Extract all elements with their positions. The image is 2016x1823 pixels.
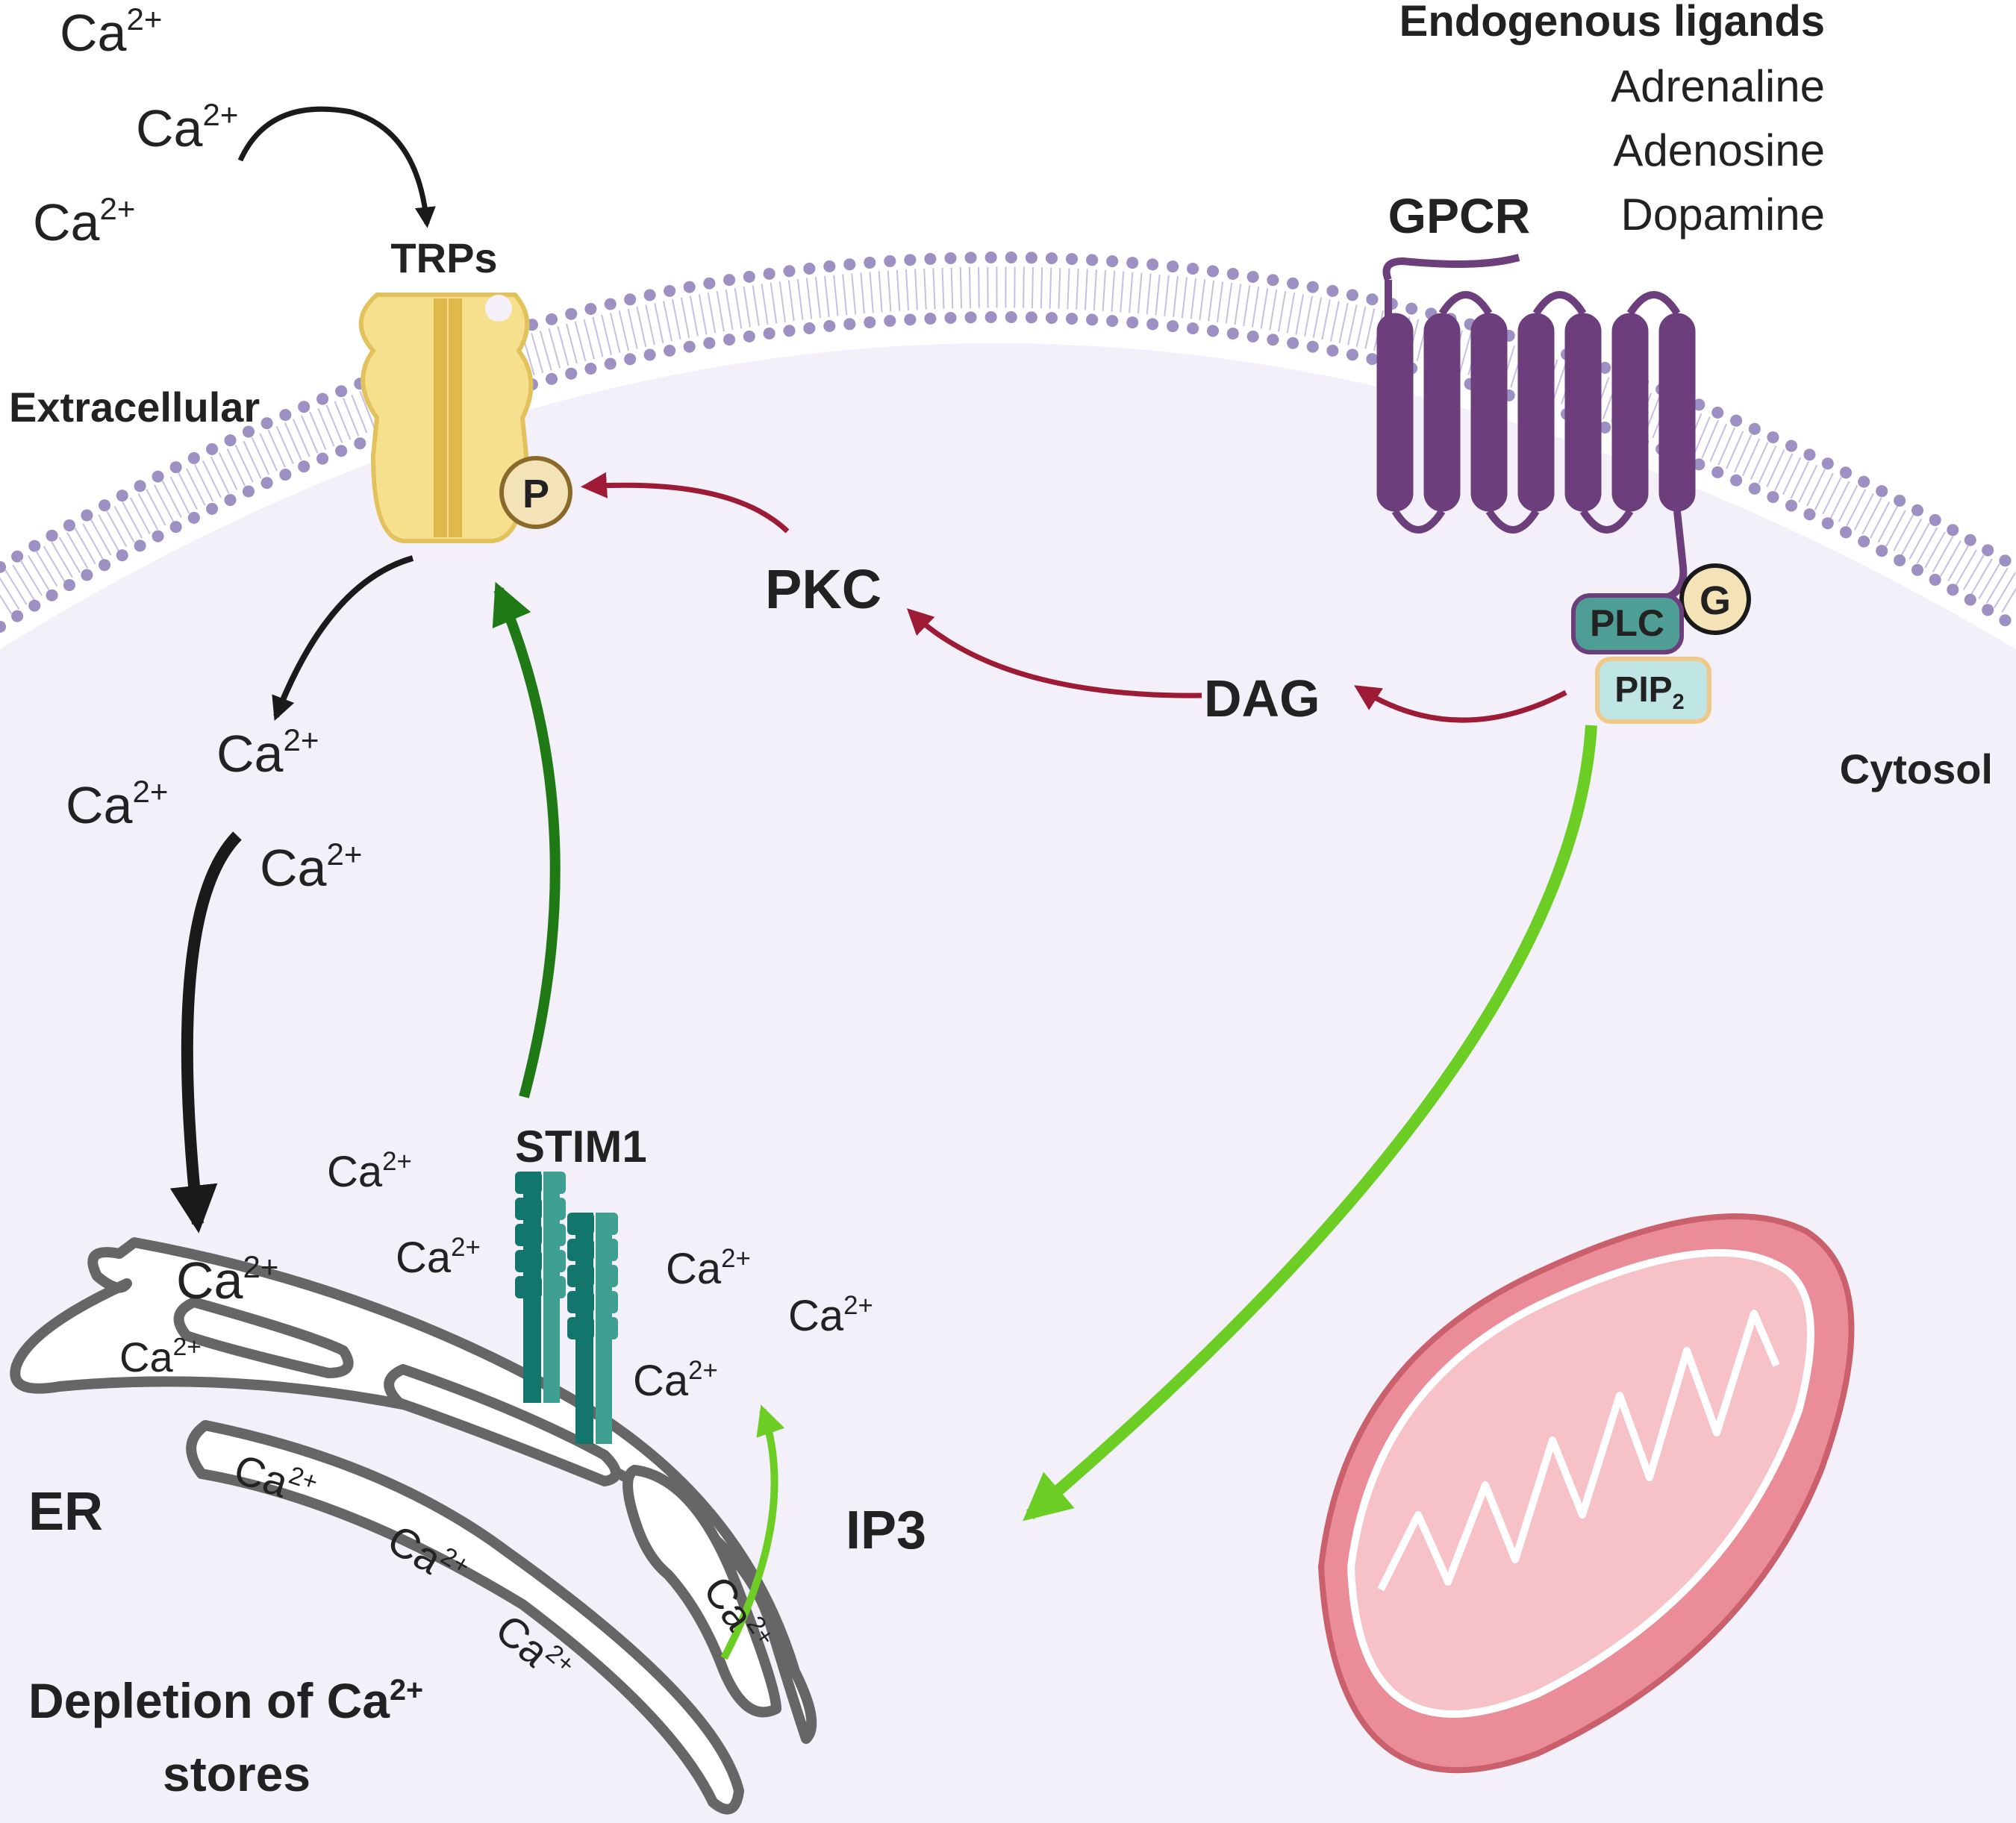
- arrow-trp-to-cytosol: [272, 555, 414, 721]
- cytosol-label: Cytosol: [1840, 745, 1993, 792]
- ca-ion: Ca2+: [66, 774, 168, 834]
- phosphate-marker: [499, 456, 572, 529]
- stim1-protein: [515, 1172, 618, 1444]
- cell-membrane: [0, 251, 2016, 633]
- pkc-label: PKC: [765, 558, 881, 620]
- ca-ion: Ca2+: [60, 1, 162, 62]
- ca-ion: Ca2+: [260, 837, 362, 897]
- pip2-substrate: [1595, 657, 1711, 724]
- mitochondrion: [1317, 1213, 1855, 1774]
- arrow-ca-into-trp: [237, 106, 436, 228]
- stim1-label: STIM1: [515, 1122, 647, 1172]
- ca-ion: Ca2+: [119, 1333, 202, 1380]
- ca-ion: Ca2+: [216, 722, 319, 783]
- pip2-label: PIP2: [1614, 670, 1684, 714]
- phosphate-label: P: [522, 472, 549, 516]
- arrow-pip2-to-ip3: [1023, 725, 1597, 1522]
- ca-ion: Ca2+: [633, 1356, 718, 1405]
- arrow-ca-into-er: [169, 831, 242, 1233]
- ip3-label: IP3: [846, 1501, 926, 1560]
- ligand-item: Adrenaline: [1611, 61, 1825, 111]
- stores-label: stores: [163, 1746, 310, 1801]
- ligand-item: Adenosine: [1613, 125, 1825, 175]
- ligand-item: Dopamine: [1621, 190, 1826, 240]
- arrow-stim1-to-trp: [492, 581, 561, 1098]
- dag-label: DAG: [1204, 669, 1320, 728]
- ca-ion: Ca2+: [327, 1147, 412, 1196]
- arrow-pip2-to-dag: [1354, 685, 1567, 723]
- gpcr-receptor: [1376, 254, 1696, 604]
- ca-ion: Ca2+: [136, 97, 238, 157]
- g-protein-label: G: [1700, 578, 1731, 623]
- trps-label: TRPs: [390, 234, 497, 281]
- plc-enzyme: [1571, 593, 1684, 654]
- depletion-label: Depletion of Ca2+: [28, 1673, 423, 1728]
- trp-channel: [358, 293, 534, 543]
- g-protein: [1679, 563, 1751, 635]
- ca-ion: Ca2+: [176, 1249, 278, 1310]
- gpcr-label: GPCR: [1388, 188, 1531, 243]
- er-label: ER: [28, 1482, 103, 1542]
- plc-label: PLC: [1590, 602, 1664, 644]
- arrow-ip3-release: [720, 1404, 785, 1660]
- arrow-dag-to-pkc: [906, 608, 1202, 698]
- ca-ion: Ca2+: [788, 1291, 873, 1340]
- ca-ion: Ca2+: [396, 1233, 481, 1282]
- ca-ion: Ca2+: [33, 191, 135, 251]
- ligands-title: Endogenous ligands: [1399, 0, 1825, 46]
- endoplasmic-reticulum: [10, 1237, 817, 1815]
- arrow-pkc-to-trp: [581, 472, 790, 534]
- extracellular-label: Extracellular: [9, 384, 260, 431]
- ca-ion: Ca2+: [666, 1244, 751, 1293]
